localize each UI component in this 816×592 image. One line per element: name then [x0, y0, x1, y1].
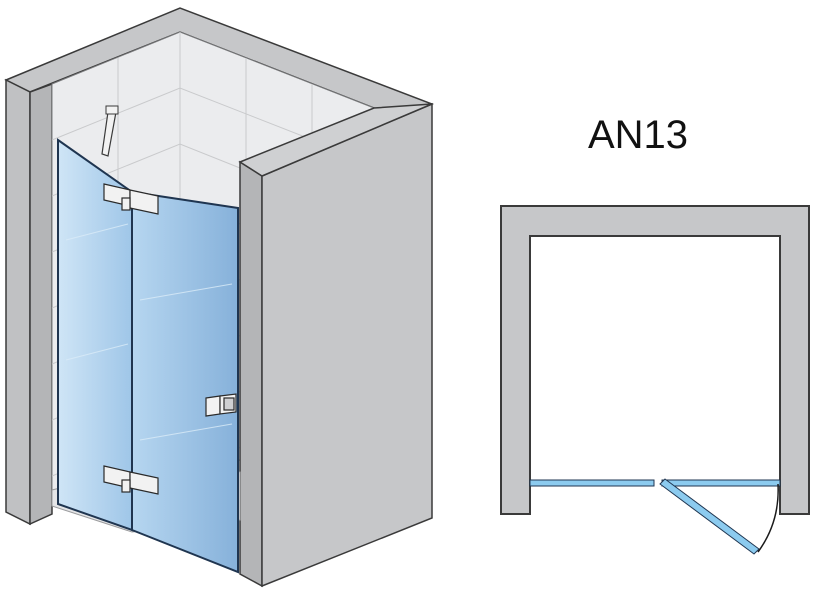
glass-reflections	[65, 223, 233, 441]
door-glass-panel	[131, 190, 239, 574]
upper-hinge	[103, 183, 159, 215]
plan-fixed-glass	[529, 479, 655, 487]
plan-view	[500, 205, 810, 555]
plan-door-swing-arc	[757, 483, 779, 553]
stabilizer-bracket	[105, 105, 119, 115]
right-wall-front-face	[239, 160, 263, 588]
plan-wall	[500, 205, 810, 515]
right-wall-top	[238, 103, 433, 177]
model-code-label: AN13	[588, 113, 688, 157]
left-wall-outer-face	[5, 78, 31, 526]
plan-opened-door	[659, 478, 760, 555]
lower-hinge	[103, 465, 159, 495]
door-handle	[205, 393, 237, 417]
isometric-view	[4, 7, 435, 588]
plan-glass-stub	[661, 479, 781, 487]
right-wall-side-face	[261, 102, 433, 588]
left-wall-edge	[29, 82, 53, 526]
